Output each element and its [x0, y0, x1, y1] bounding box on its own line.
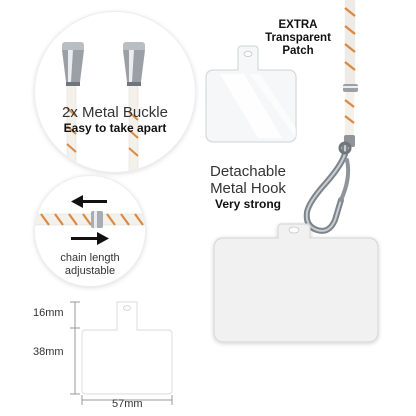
- hook-title-line1: Detachable: [210, 163, 286, 180]
- buckle-detail-circle: 2x Metal Buckle Easy to take apart: [35, 12, 195, 172]
- metal-hook-icon: [303, 141, 352, 234]
- patch-outline-icon: [81, 301, 173, 395]
- hook-subtitle: Very strong: [214, 197, 282, 211]
- large-patch-shape: [213, 223, 379, 343]
- buckle-title: 2x Metal Buckle: [62, 104, 168, 121]
- buckle-illustration: [62, 42, 145, 172]
- arrow-right-icon: [71, 232, 109, 245]
- patch-text: Patch: [282, 45, 314, 57]
- extra-patch-label: EXTRA Transparent Patch: [258, 19, 338, 58]
- tab-height-label: 16mm: [33, 307, 64, 319]
- metal-buckle-icon: [123, 42, 145, 86]
- hook-title-line2: Metal Hook: [210, 180, 286, 197]
- metal-buckle-icon: [62, 42, 84, 86]
- chain-detail-circle: chain length adjustable: [35, 176, 145, 286]
- extra-text: EXTRA: [278, 19, 318, 31]
- body-height-label: 38mm: [33, 346, 64, 358]
- chain-illustration: [35, 195, 145, 245]
- transparent-text: Transparent: [265, 32, 331, 44]
- metal-slider-icon: [91, 211, 103, 228]
- patch-hole-icon: [288, 226, 300, 234]
- chain-adjustable-text: adjustable: [64, 265, 116, 277]
- transparent-patch-illustration: [205, 45, 297, 143]
- metal-hook-illustration: [303, 141, 352, 234]
- large-patch-illustration: [213, 223, 379, 343]
- chain-length-text: chain length: [60, 252, 120, 264]
- arrow-left-icon: [71, 195, 107, 208]
- dimension-diagram: [70, 301, 173, 405]
- buckle-subtitle: Easy to take apart: [63, 121, 167, 135]
- width-label: 57mm: [112, 398, 143, 410]
